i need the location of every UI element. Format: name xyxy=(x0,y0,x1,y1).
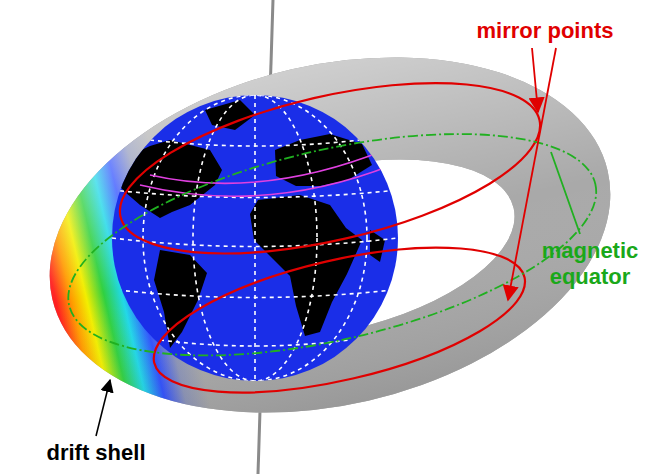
leader-arrow xyxy=(96,380,110,436)
torus xyxy=(14,5,646,465)
earth xyxy=(112,95,398,381)
equator-ring xyxy=(48,91,617,398)
callout-label: mirror points xyxy=(477,18,614,44)
upper-mirror-ring xyxy=(104,50,555,287)
callout-label: drift shell xyxy=(46,440,145,466)
torus-color-band xyxy=(14,5,646,465)
callout-label: magnetic equator xyxy=(531,238,649,291)
lower-mirror-ring xyxy=(141,219,538,421)
leader-arrow xyxy=(532,48,538,112)
leader-line xyxy=(551,152,580,234)
